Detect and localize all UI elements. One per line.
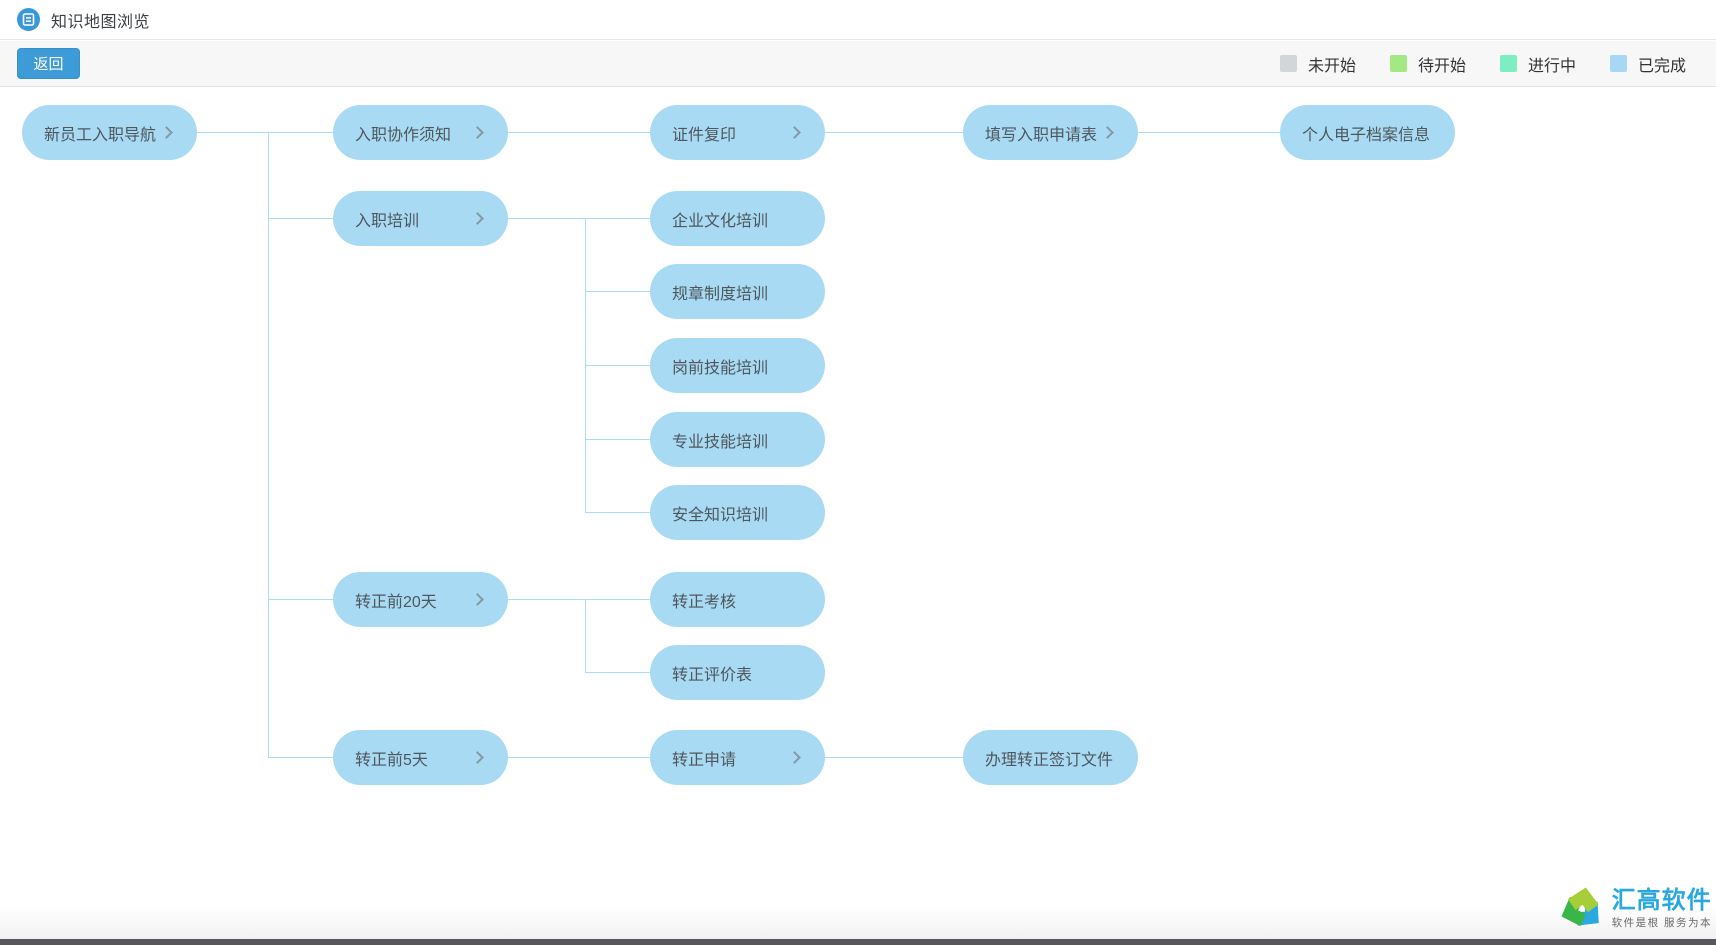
vendor-brand-name: 汇高软件	[1611, 886, 1712, 914]
back-button[interactable]: 返回	[17, 48, 80, 79]
connector-line	[268, 132, 269, 758]
map-node[interactable]: 个人电子档案信息	[1280, 105, 1455, 160]
connector-line	[197, 132, 333, 133]
map-node-label: 入职协作须知	[355, 126, 452, 144]
map-node[interactable]: 规章制度培训	[650, 264, 825, 319]
vendor-tagline: 软件是根 服务为本	[1611, 917, 1712, 930]
connector-line	[268, 218, 333, 219]
map-node-label: 转正评价表	[672, 666, 753, 684]
chevron-right-icon	[471, 126, 484, 139]
legend-label: 未开始	[1307, 57, 1356, 75]
status-swatch-pending	[1389, 55, 1407, 72]
status-swatch-not-started	[1279, 55, 1297, 72]
map-node-label: 个人电子档案信息	[1302, 126, 1431, 144]
chevron-right-icon	[471, 751, 484, 764]
connector-line	[268, 757, 333, 758]
connector-line	[508, 599, 650, 600]
map-node-label: 证件复印	[672, 126, 737, 144]
map-node[interactable]: 办理转正签订文件	[963, 730, 1138, 785]
map-node-label: 转正考核	[672, 593, 737, 611]
connector-line	[1138, 132, 1280, 133]
map-node[interactable]: 入职协作须知	[333, 105, 508, 160]
map-node-label: 办理转正签订文件	[985, 751, 1114, 769]
map-node-label: 企业文化培训	[672, 212, 769, 230]
legend-label: 进行中	[1527, 57, 1576, 75]
window-bottom-edge	[0, 939, 1716, 945]
chevron-right-icon	[160, 126, 173, 139]
connector-line	[585, 365, 650, 366]
connector-line	[268, 599, 333, 600]
knowledge-map-icon	[17, 8, 40, 31]
status-legend: 未开始 待开始 进行中 已完成	[1279, 52, 1716, 76]
connector-line	[508, 218, 650, 219]
map-node[interactable]: 入职培训	[333, 191, 508, 246]
legend-item-in-progress: 进行中	[1499, 52, 1576, 76]
map-node[interactable]: 转正考核	[650, 572, 825, 627]
map-node[interactable]: 安全知识培训	[650, 485, 825, 540]
legend-item-completed: 已完成	[1609, 52, 1686, 76]
title-bar: 知识地图浏览	[0, 0, 1716, 40]
map-node-label: 安全知识培训	[672, 506, 769, 524]
map-node-label: 新员工入职导航	[44, 126, 157, 144]
legend-item-pending: 待开始	[1389, 52, 1466, 76]
chevron-right-icon	[471, 593, 484, 606]
connector-line	[585, 512, 650, 513]
map-node[interactable]: 转正前20天	[333, 572, 508, 627]
connector-line	[508, 757, 650, 758]
vendor-logo: 汇高软件 软件是根 服务为本	[1556, 883, 1712, 935]
map-node[interactable]: 转正评价表	[650, 645, 825, 700]
connector-line	[585, 599, 586, 673]
knowledge-map-canvas: 新员工入职导航 入职协作须知 证件复印 填写入职申请表 个人电子档案信息 入职培…	[0, 88, 1716, 939]
legend-label: 待开始	[1417, 57, 1466, 75]
map-node[interactable]: 证件复印	[650, 105, 825, 160]
map-node-root[interactable]: 新员工入职导航	[22, 105, 197, 160]
legend-item-not-started: 未开始	[1279, 52, 1356, 76]
map-node[interactable]: 填写入职申请表	[963, 105, 1138, 160]
map-node[interactable]: 企业文化培训	[650, 191, 825, 246]
map-node-label: 转正前20天	[355, 593, 437, 611]
map-node-label: 规章制度培训	[672, 285, 769, 303]
map-node[interactable]: 转正申请	[650, 730, 825, 785]
page-title: 知识地图浏览	[51, 13, 151, 31]
map-node[interactable]: 转正前5天	[333, 730, 508, 785]
status-swatch-completed	[1609, 55, 1627, 72]
chevron-right-icon	[788, 751, 801, 764]
toolbar: 返回 未开始 待开始 进行中 已完成	[0, 41, 1716, 87]
connector-line	[508, 132, 650, 133]
chevron-right-icon	[1101, 126, 1114, 139]
legend-label: 已完成	[1637, 57, 1686, 75]
connector-line	[585, 291, 650, 292]
map-node-label: 入职培训	[355, 212, 420, 230]
connector-line	[825, 757, 963, 758]
vendor-logo-icon	[1561, 887, 1599, 927]
status-swatch-in-progress	[1499, 55, 1517, 72]
map-node-label: 转正前5天	[355, 751, 428, 769]
map-node[interactable]: 岗前技能培训	[650, 338, 825, 393]
map-node[interactable]: 专业技能培训	[650, 412, 825, 467]
connector-line	[585, 439, 650, 440]
chevron-right-icon	[471, 212, 484, 225]
chevron-right-icon	[788, 126, 801, 139]
map-node-label: 转正申请	[672, 751, 737, 769]
connector-line	[585, 672, 650, 673]
map-node-label: 岗前技能培训	[672, 359, 769, 377]
map-node-label: 填写入职申请表	[985, 126, 1098, 144]
map-node-label: 专业技能培训	[672, 433, 769, 451]
connector-line	[825, 132, 963, 133]
